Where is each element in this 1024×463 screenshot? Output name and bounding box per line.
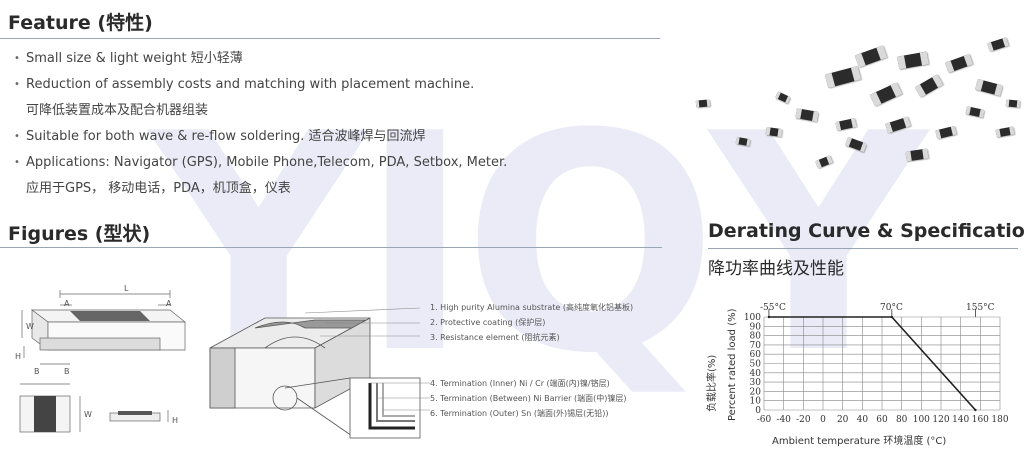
x-tick-label: 80: [896, 415, 908, 425]
y-tick-label: 60: [750, 350, 762, 360]
x-tick-label: 40: [857, 415, 869, 425]
callout-2: 2. Protective coating (保护层): [430, 318, 546, 327]
dim-label-H: H: [172, 416, 179, 425]
x-tick-label: -40: [776, 415, 791, 425]
feature-item: Suitable for both wave & re-flow solderi…: [14, 124, 674, 150]
callout-4: 4. Termination (Inner) Ni / Cr (端面(内)镍/铬…: [430, 379, 610, 388]
feature-item: Small size & light weight 短小轻薄: [14, 46, 674, 72]
x-axis-label: Ambient temperature 环境温度 (°C): [772, 436, 947, 447]
x-tick-label: 20: [837, 415, 849, 425]
feature-item: Reduction of assembly costs and matching…: [14, 72, 674, 98]
figures-divider: [0, 247, 662, 248]
dim-label-L: L: [124, 284, 129, 293]
y-tick-label: 20: [750, 387, 762, 397]
dim-label-H: H: [15, 352, 22, 361]
y-tick-label: 50: [750, 360, 762, 370]
dim-label-B: B: [64, 367, 70, 376]
x-tick-label: 0: [820, 415, 826, 425]
derating-divider: [708, 248, 1018, 249]
callout-3: 3. Resistance element (阻抗元素): [430, 333, 560, 342]
y-tick-label: 80: [750, 332, 762, 342]
callout-5: 5. Termination (Between) Ni Barrier (端面(…: [430, 394, 627, 403]
dim-label-A: A: [166, 299, 172, 308]
derating-curve-point: [767, 315, 771, 319]
callout-6: 6. Termination (Outer) Sn (端面(外)锡层(无铅)): [430, 409, 609, 418]
chip-cross-section-drawing: [209, 307, 430, 439]
temp-label-min: -55°C: [760, 303, 786, 313]
derating-title: Derating Curve & Specification: [708, 220, 1024, 242]
x-tick-label: 60: [876, 415, 888, 425]
feature-item-text: Applications: Navigator (GPS), Mobile Ph…: [26, 155, 508, 170]
derating-curve-point: [974, 408, 977, 412]
dimension-drawing: [19, 290, 186, 433]
feature-item-text: Reduction of assembly costs and matching…: [26, 77, 475, 92]
dim-label-A: A: [64, 299, 70, 308]
x-tick-label: -20: [796, 415, 811, 425]
feature-item-continuation: 应用于GPS， 移动电话，PDA，机顶盒，仪表: [26, 181, 291, 196]
dim-label-W: W: [84, 410, 92, 419]
y-axis-label: Percent rated load (%): [727, 308, 738, 422]
feature-divider: [0, 38, 660, 39]
derating-subtitle: 降功率曲线及性能: [708, 259, 844, 279]
dim-label-W: W: [26, 322, 34, 331]
feature-title: Feature (特性): [8, 12, 153, 34]
x-tick-label: 160: [972, 415, 989, 425]
x-tick-label: 120: [932, 415, 949, 425]
y-tick-label: 10: [750, 397, 762, 407]
callout-1: 1. High purity Alumina substrate (高纯度氧化铝…: [430, 303, 634, 312]
dim-label-B: B: [34, 367, 40, 376]
y-tick-label: 0: [755, 406, 761, 416]
derating-curve-point: [890, 315, 894, 319]
y-tick-label: 70: [750, 341, 762, 351]
x-tick-label: 140: [952, 415, 969, 425]
y-tick-label: 100: [744, 313, 761, 323]
y-tick-label: 90: [750, 322, 762, 332]
x-tick-label: 180: [991, 415, 1008, 425]
temp-label-knee: 70°C: [880, 303, 903, 313]
x-tick-label: 100: [913, 415, 930, 425]
chip-resistors-photo: [676, 10, 1024, 180]
feature-item-text: Small size & light weight 短小轻薄: [26, 51, 243, 66]
feature-list: Small size & light weight 短小轻薄 Reduction…: [14, 46, 674, 202]
feature-item-text: Suitable for both wave & re-flow solderi…: [26, 129, 426, 144]
feature-item-continuation: 可降低装置成本及配合机器组装: [26, 103, 209, 118]
y-tick-label: 30: [750, 378, 762, 388]
y-axis-label-cn: 负载比率(%): [707, 354, 718, 412]
figures-title: Figures (型状): [8, 223, 151, 245]
x-tick-label: -60: [757, 415, 772, 425]
temp-label-max: 155°C: [966, 303, 995, 313]
y-tick-label: 40: [750, 369, 762, 379]
feature-item: Applications: Navigator (GPS), Mobile Ph…: [14, 150, 674, 176]
